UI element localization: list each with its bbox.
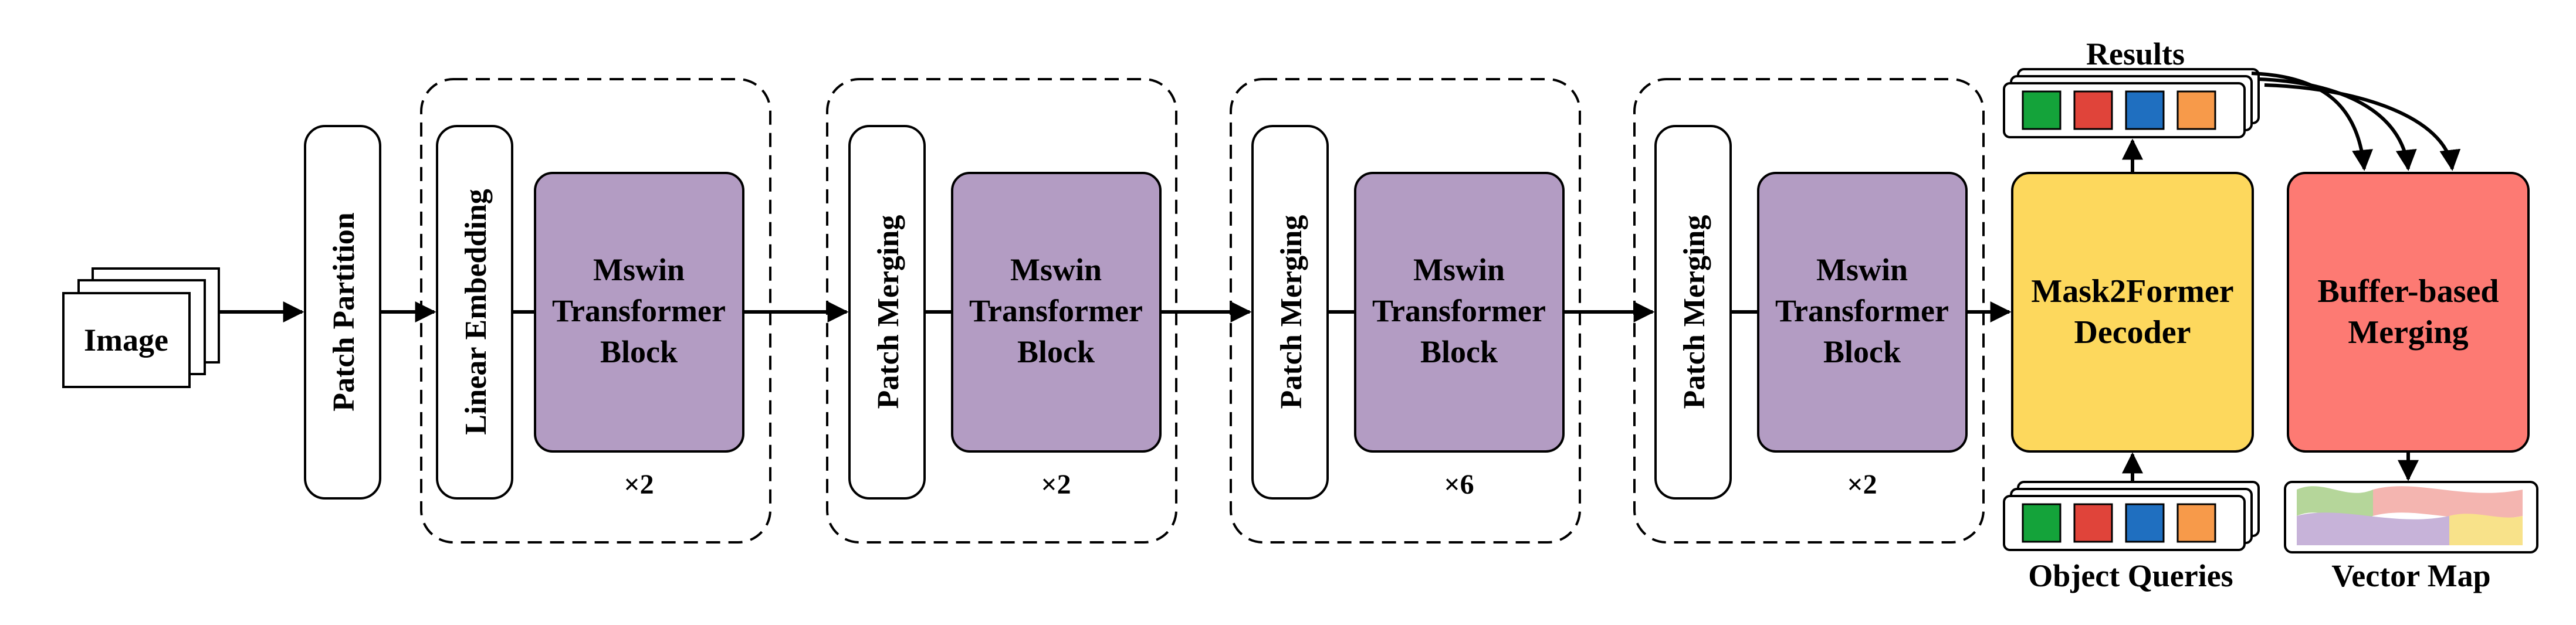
vector-map-region-2 <box>2373 486 2523 519</box>
stage-4-block-line-1: Mswin <box>1816 252 1908 287</box>
vector-map <box>2284 481 2538 553</box>
vector-map-label: Vector Map <box>2331 558 2490 593</box>
decoder-line-2: Decoder <box>2074 314 2191 351</box>
vector-map-region-3 <box>2297 512 2449 545</box>
stage-1-block-line-3: Block <box>600 334 678 369</box>
decoder-box <box>2011 172 2254 453</box>
stage-3-repeat: ×6 <box>1444 469 1474 500</box>
results-square-4 <box>2176 90 2216 130</box>
vector-map-region-1 <box>2297 486 2373 519</box>
results-square-1 <box>2022 90 2062 130</box>
arrow-results-to-merging-3 <box>2264 83 2461 171</box>
query-square-1 <box>2022 503 2062 543</box>
arrow-results-to-merging-1 <box>2251 72 2373 171</box>
stage-2-block-line-2: Transformer <box>969 293 1143 328</box>
results-square-2 <box>2073 90 2113 130</box>
stage-4-merge-label: Patch Merging <box>1678 215 1711 409</box>
stage-2-block-line-3: Block <box>1017 334 1095 369</box>
stage-2-block-line-1: Mswin <box>1010 252 1102 287</box>
stage-1-block-line-2: Transformer <box>552 293 726 328</box>
image-label: Image <box>84 322 168 358</box>
stage-1-embed-label: Linear Embedding <box>459 189 493 434</box>
results-stack <box>2003 68 2260 138</box>
stage-3-block-line-2: Transformer <box>1372 293 1546 328</box>
object-queries-label: Object Queries <box>2028 558 2233 593</box>
results-label: Results <box>2086 36 2185 72</box>
stage-1-block-line-1: Mswin <box>593 252 685 287</box>
object-queries-stack <box>2003 481 2260 551</box>
stage-2-repeat: ×2 <box>1041 469 1071 500</box>
patch-partition-label: Patch Partition <box>327 212 361 411</box>
query-square-2 <box>2073 503 2113 543</box>
merging-box <box>2287 172 2530 453</box>
image-input-stack: Image <box>62 267 220 388</box>
merging-line-2: Merging <box>2348 314 2468 351</box>
stage-4-block-line-3: Block <box>1823 334 1901 369</box>
stage-2-merge-label: Patch Merging <box>872 215 905 409</box>
merging-line-1: Buffer-based <box>2317 273 2499 310</box>
vector-map-region-4 <box>2449 514 2523 545</box>
arrow-results-to-merging-2 <box>2258 77 2417 171</box>
decoder-line-1: Mask2Former <box>2031 273 2233 310</box>
stage-3-block-line-3: Block <box>1420 334 1498 369</box>
stage-3-block-line-1: Mswin <box>1413 252 1505 287</box>
query-square-3 <box>2125 503 2165 543</box>
query-square-4 <box>2176 503 2216 543</box>
stage-4-block-line-2: Transformer <box>1775 293 1949 328</box>
stage-4-repeat: ×2 <box>1847 469 1877 500</box>
results-square-3 <box>2125 90 2165 130</box>
stage-1-repeat: ×2 <box>624 469 654 500</box>
stage-3-merge-label: Patch Merging <box>1275 215 1308 409</box>
